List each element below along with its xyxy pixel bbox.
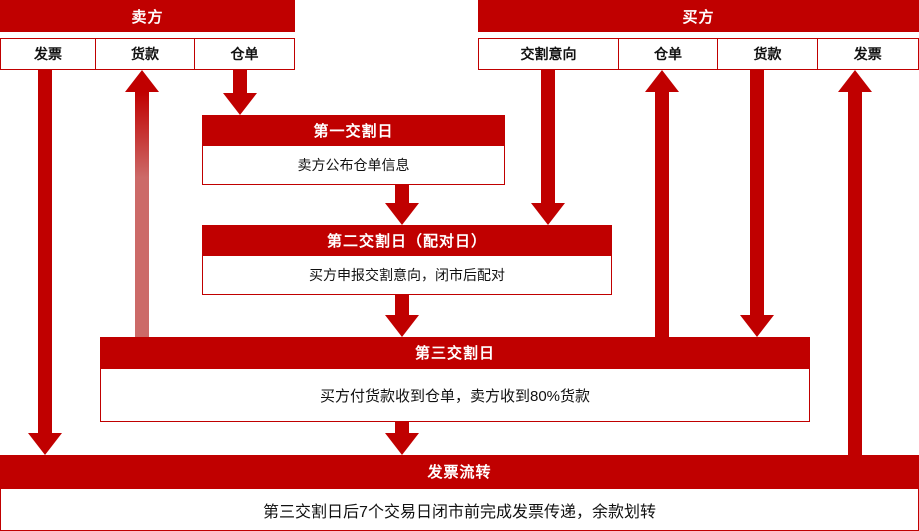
buyer-col-payment: 货款 bbox=[717, 38, 818, 70]
stage4-header: 发票流转 bbox=[0, 455, 919, 488]
arrow-shaft bbox=[233, 70, 247, 93]
arrow-up-icon bbox=[645, 70, 679, 92]
buyer-col-intention-label: 交割意向 bbox=[520, 46, 577, 62]
arrow-down-icon bbox=[740, 315, 774, 337]
arrow-down-icon bbox=[385, 315, 419, 337]
arrow-shaft bbox=[750, 70, 764, 315]
stage2-title: 第二交割日（配对日） bbox=[326, 232, 487, 250]
arrow-up-icon bbox=[838, 70, 872, 92]
arrow-shaft bbox=[395, 295, 409, 315]
buyer-col-payment-label: 货款 bbox=[753, 46, 782, 62]
arrow-shaft bbox=[395, 422, 409, 434]
arrow-down-icon bbox=[385, 203, 419, 225]
stage2-body: 买方申报交割意向，闭市后配对 bbox=[202, 255, 612, 295]
stage3-body-text: 买方付货款收到仓单，卖方收到80%货款 bbox=[319, 387, 591, 405]
stage2-body-text: 买方申报交割意向，闭市后配对 bbox=[309, 267, 505, 283]
arrow-down-icon bbox=[223, 93, 257, 115]
seller-col-invoice-label: 发票 bbox=[34, 46, 62, 62]
buyer-col-receipt-label: 仓单 bbox=[654, 46, 682, 62]
arrow-down-icon bbox=[531, 203, 565, 225]
seller-col-payment-label: 货款 bbox=[131, 46, 159, 62]
seller-header: 卖方 bbox=[0, 0, 295, 32]
stage1-body: 卖方公布仓单信息 bbox=[202, 145, 505, 185]
buyer-title: 买方 bbox=[682, 8, 715, 26]
stage3-header: 第三交割日 bbox=[100, 337, 810, 368]
stage1-header: 第一交割日 bbox=[202, 115, 505, 145]
seller-title: 卖方 bbox=[131, 8, 164, 26]
arrow-shaft bbox=[135, 92, 149, 337]
stage4-body: 第三交割日后7个交易日闭市前完成发票传递，余款划转 bbox=[0, 488, 919, 531]
stage4-body-text: 第三交割日后7个交易日闭市前完成发票传递，余款划转 bbox=[263, 503, 656, 521]
stage2-header: 第二交割日（配对日） bbox=[202, 225, 612, 255]
buyer-col-invoice-label: 发票 bbox=[853, 46, 882, 62]
buyer-col-receipt: 仓单 bbox=[617, 38, 719, 70]
stage1-title: 第一交割日 bbox=[313, 122, 394, 140]
arrow-shaft bbox=[541, 70, 555, 203]
arrow-down-icon bbox=[28, 433, 62, 455]
buyer-col-invoice: 发票 bbox=[816, 38, 919, 70]
arrow-down-icon bbox=[385, 433, 419, 455]
stage3-title: 第三交割日 bbox=[414, 345, 495, 362]
seller-col-receipt: 仓单 bbox=[194, 38, 295, 70]
buyer-header: 买方 bbox=[478, 0, 919, 32]
arrow-up-icon bbox=[125, 70, 159, 92]
seller-col-payment: 货款 bbox=[94, 38, 196, 70]
seller-col-receipt-label: 仓单 bbox=[230, 46, 259, 62]
arrow-shaft bbox=[655, 92, 669, 337]
arrow-shaft bbox=[848, 92, 862, 455]
stage4-title: 发票流转 bbox=[427, 464, 492, 481]
stage3-body: 买方付货款收到仓单，卖方收到80%货款 bbox=[100, 368, 810, 422]
seller-col-invoice: 发票 bbox=[0, 38, 96, 70]
buyer-col-intention: 交割意向 bbox=[478, 38, 619, 70]
arrow-shaft bbox=[395, 185, 409, 203]
arrow-shaft bbox=[38, 70, 52, 433]
stage1-body-text: 卖方公布仓单信息 bbox=[297, 157, 410, 173]
